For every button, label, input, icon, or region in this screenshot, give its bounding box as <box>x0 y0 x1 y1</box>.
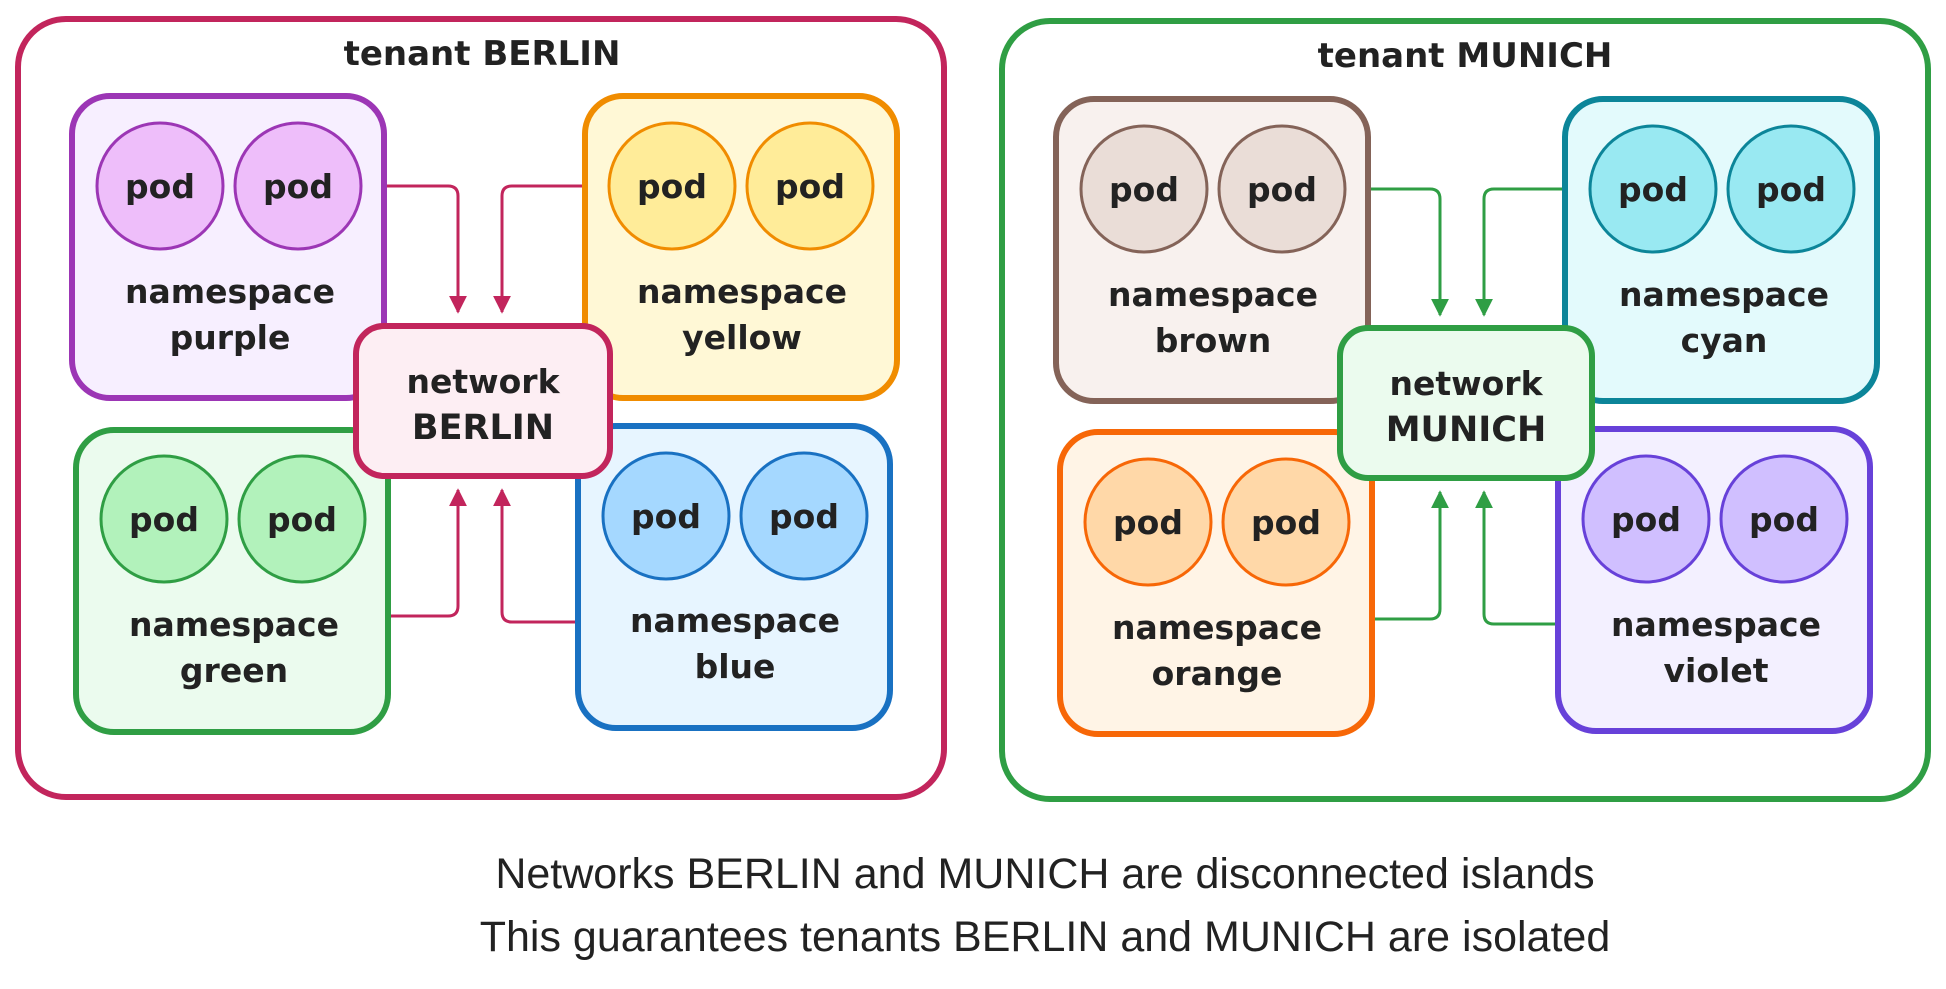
namespace-yellow-label-line2: yellow <box>682 318 802 357</box>
namespace-blue-label-line2: blue <box>695 647 776 686</box>
network-berlin-box <box>353 323 613 479</box>
tenant-berlin-title: tenant BERLIN <box>344 34 621 74</box>
namespace-orange-label-line1: namespace <box>1112 608 1322 647</box>
pod-cyan-1-label: pod <box>1618 170 1688 209</box>
pod-orange-2 <box>1221 457 1351 587</box>
namespace-brown-label-line2: brown <box>1155 321 1272 360</box>
pod-purple-1-label: pod <box>125 167 195 206</box>
namespace-violet-label-line1: namespace <box>1611 605 1821 644</box>
namespace-brown: pod pod namespace brown <box>1053 96 1371 404</box>
namespace-green-label-line1: namespace <box>129 605 339 644</box>
connector-violet-to-network-munich <box>1475 490 1558 626</box>
pod-purple-1 <box>95 121 225 251</box>
namespace-purple: pod pod namespace purple <box>69 93 387 401</box>
namespace-orange: pod pod namespace orange <box>1057 429 1375 737</box>
network-munich: network MUNICH <box>1337 325 1595 481</box>
connector-green-to-network-berlin <box>388 488 467 618</box>
pod-blue-2-label: pod <box>769 497 839 536</box>
connector-yellow-to-network-berlin <box>493 184 585 314</box>
namespace-brown-label-line1: namespace <box>1108 275 1318 314</box>
pod-blue-1-label: pod <box>631 497 701 536</box>
network-munich-box <box>1337 325 1595 481</box>
pod-violet-2 <box>1719 454 1849 584</box>
pod-purple-2-label: pod <box>263 167 333 206</box>
caption-line-1: Networks BERLIN and MUNICH are disconnec… <box>495 850 1594 898</box>
namespace-purple-label-line1: namespace <box>125 272 335 311</box>
pod-brown-2 <box>1217 124 1347 254</box>
pod-yellow-1-label: pod <box>637 167 707 206</box>
pod-brown-2-label: pod <box>1247 170 1317 209</box>
namespace-blue: pod pod namespace blue <box>575 423 893 731</box>
berlin-connectors <box>384 184 585 624</box>
connector-cyan-to-network-munich <box>1475 187 1565 317</box>
namespace-blue-label-line1: namespace <box>630 601 840 640</box>
pod-green-1-label: pod <box>129 500 199 539</box>
pod-green-2-label: pod <box>267 500 337 539</box>
namespace-cyan-label-line2: cyan <box>1681 321 1768 360</box>
network-berlin: network BERLIN <box>353 323 613 479</box>
pod-purple-2 <box>233 121 363 251</box>
connector-brown-to-network-munich <box>1368 187 1449 317</box>
tenant-berlin: tenant BERLIN pod pod namespace purple p… <box>15 16 947 800</box>
pod-cyan-2-label: pod <box>1756 170 1826 209</box>
network-berlin-label-line2: BERLIN <box>412 408 554 448</box>
caption-line-2: This guarantees tenants BERLIN and MUNIC… <box>480 913 1611 961</box>
pod-brown-1-label: pod <box>1109 170 1179 209</box>
pod-blue-1 <box>601 451 731 581</box>
connector-blue-to-network-berlin <box>493 488 578 624</box>
namespace-cyan-label-line1: namespace <box>1619 275 1829 314</box>
namespace-violet-label-line2: violet <box>1664 651 1769 690</box>
pod-yellow-2 <box>745 121 875 251</box>
network-munich-label-line2: MUNICH <box>1386 410 1547 450</box>
tenant-munich: tenant MUNICH pod pod namespace brown po… <box>999 18 1931 802</box>
pod-orange-2-label: pod <box>1251 503 1321 542</box>
pod-violet-2-label: pod <box>1749 500 1819 539</box>
munich-connectors <box>1368 187 1565 626</box>
pod-violet-1-label: pod <box>1611 500 1681 539</box>
pod-cyan-1 <box>1588 124 1718 254</box>
pod-green-1 <box>99 454 229 584</box>
pod-orange-1 <box>1083 457 1213 587</box>
pod-violet-1 <box>1581 454 1711 584</box>
pod-brown-1 <box>1079 124 1209 254</box>
tenant-munich-title: tenant MUNICH <box>1318 36 1613 76</box>
tenant-munich-box <box>999 18 1931 802</box>
tenant-berlin-box <box>15 16 947 800</box>
pod-yellow-2-label: pod <box>775 167 845 206</box>
namespace-cyan: pod pod namespace cyan <box>1562 96 1880 404</box>
pod-cyan-2 <box>1726 124 1856 254</box>
namespace-yellow: pod pod namespace yellow <box>582 93 900 401</box>
pod-orange-1-label: pod <box>1113 503 1183 542</box>
namespace-violet: pod pod namespace violet <box>1555 426 1873 734</box>
pod-yellow-1 <box>607 121 737 251</box>
network-berlin-label-line1: network <box>406 362 560 401</box>
network-munich-label-line1: network <box>1389 364 1543 403</box>
connector-purple-to-network-berlin <box>384 184 467 314</box>
pod-blue-2 <box>739 451 869 581</box>
pod-green-2 <box>237 454 367 584</box>
namespace-orange-label-line2: orange <box>1152 654 1283 693</box>
namespace-green-label-line2: green <box>180 651 288 690</box>
namespace-purple-label-line2: purple <box>170 318 291 357</box>
namespace-green: pod pod namespace green <box>73 427 391 735</box>
connector-orange-to-network-munich <box>1372 490 1449 621</box>
namespace-yellow-label-line1: namespace <box>637 272 847 311</box>
